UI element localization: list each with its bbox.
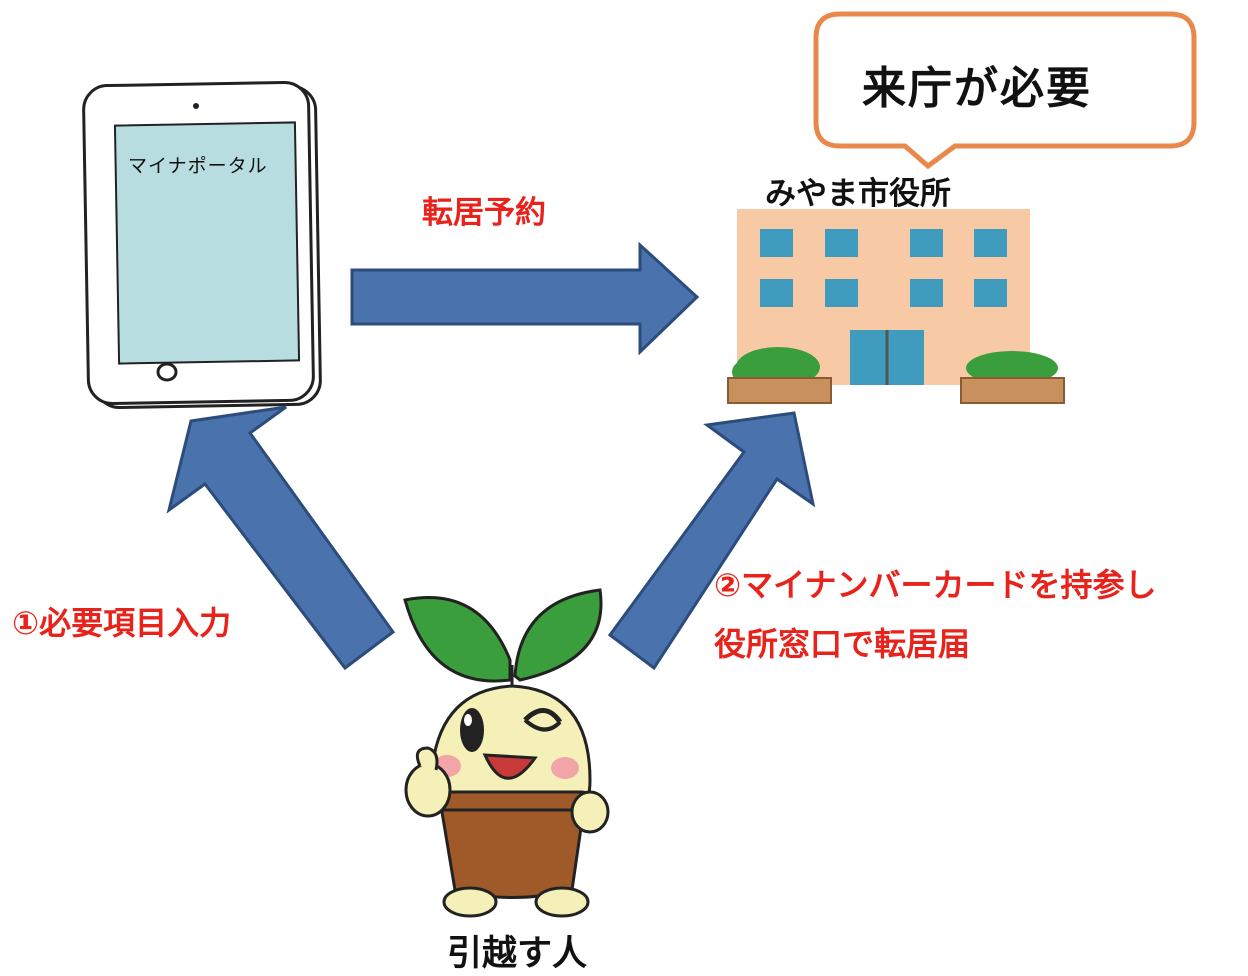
arrow-to-office-visit [607,411,816,671]
arrow-to-office [350,241,700,356]
callout-text: 来庁が必要 [862,63,1092,114]
arrow-to-tablet [166,405,396,671]
transfer-reservation-label: 転居予約 [422,195,546,231]
right-planter [960,351,1065,404]
callout-bubble [813,11,1197,170]
left-planter [727,347,832,404]
step1-label: ①必要項目入力 [12,604,232,642]
tablet-icon [82,80,322,410]
city-office-building [727,209,1065,404]
person-label: 引越す人 [447,934,588,974]
building-windows [760,229,1007,307]
step2-label-line1: ②マイナンバーカードを持参し [714,566,1157,604]
office-label: みやま市役所 [765,176,951,212]
mascot-character [403,588,610,918]
step2-label-line2: 役所窓口で転居届 [714,625,971,663]
tablet-screen-label: マイナポータル [128,155,268,177]
